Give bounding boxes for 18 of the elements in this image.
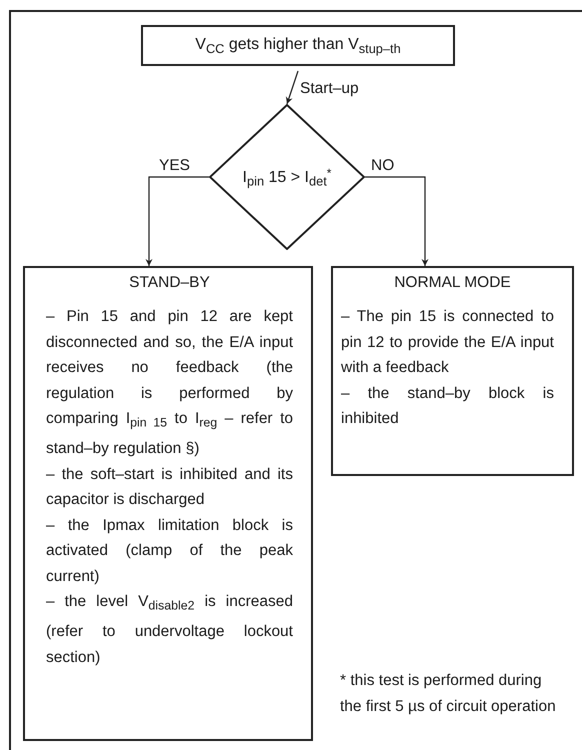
bullet-text: – Pin 15 and pin 12 are kept disconnected and so, the E/A input receives no feedback (the regulation is performed by comparing I$_{pin 15}$ to I$_{reg}$ – refer to stand–by regulation §) [46, 307, 293, 460]
footnote: * this test is performed during the first 5 µs of circuit operation [340, 671, 557, 716]
mode-box [23, 266, 313, 741]
arrow [365, 176, 428, 266]
box-heading: NORMAL MODE [393, 274, 512, 292]
bullet-text: – the soft–start is inhibited and its capacitor is discharged [46, 464, 293, 510]
arrow [286, 70, 299, 104]
mode-box [331, 266, 574, 476]
edge-label: Start–up [299, 80, 360, 98]
bullet-text: – the stand–by block is inhibited [341, 384, 554, 429]
decision-diamond [209, 104, 365, 250]
box-heading: STAND–BY [128, 274, 211, 292]
process-box [141, 25, 455, 66]
box-text: V$_{CC}$ gets higher than V$_{stup–th}$ [195, 36, 401, 56]
arrow [146, 176, 209, 266]
bullet-text: – The pin 15 is connected to pin 12 to provide the E/A input with a feedback [341, 307, 554, 378]
bullet-text: – the level V$_{disable2}$ is increased (refer to undervoltage lockout section) [46, 592, 293, 668]
bullet-text: – the Ipmax limitation block is activated (clamp of the peak current) [46, 516, 293, 587]
